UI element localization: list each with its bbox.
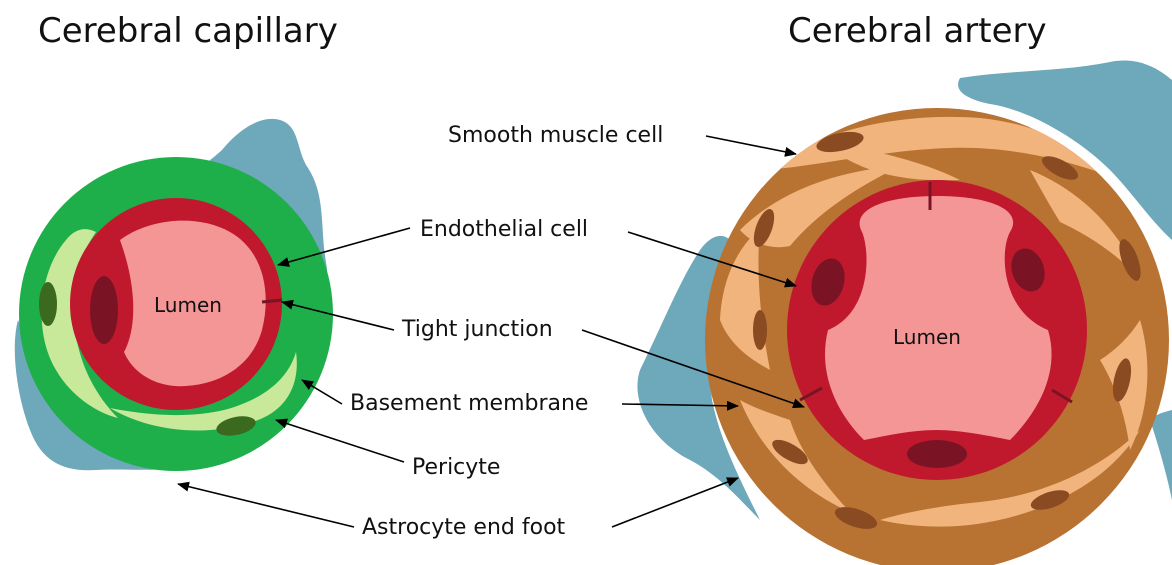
arrow-smooth-muscle-cell xyxy=(706,136,796,154)
artery-illustration: Lumen xyxy=(637,61,1172,565)
capillary-endothelial-nucleus xyxy=(90,276,118,344)
arrow-astrocyte-end-foot-capillary xyxy=(178,484,354,527)
arrow-pericyte xyxy=(276,420,404,462)
capillary-illustration: Lumen xyxy=(15,119,333,471)
label-basement-membrane: Basement membrane xyxy=(350,391,588,416)
capillary-lumen-label: Lumen xyxy=(154,293,222,317)
label-astrocyte-end-foot: Astrocyte end foot xyxy=(362,515,566,540)
label-pericyte: Pericyte xyxy=(412,455,500,480)
capillary-tight-junction xyxy=(262,300,282,302)
label-smooth-muscle-cell: Smooth muscle cell xyxy=(448,123,663,148)
arrow-astrocyte-end-foot-artery xyxy=(612,478,738,527)
capillary-pericyte-nucleus xyxy=(39,282,57,326)
artery-lumen-label: Lumen xyxy=(893,325,961,349)
label-tight-junction: Tight junction xyxy=(401,317,553,342)
smooth-muscle-nucleus xyxy=(753,310,767,350)
title-capillary: Cerebral capillary xyxy=(38,11,338,51)
title-artery: Cerebral artery xyxy=(788,11,1047,51)
artery-endothelial-nucleus xyxy=(907,440,967,468)
label-endothelial-cell: Endothelial cell xyxy=(420,217,588,242)
